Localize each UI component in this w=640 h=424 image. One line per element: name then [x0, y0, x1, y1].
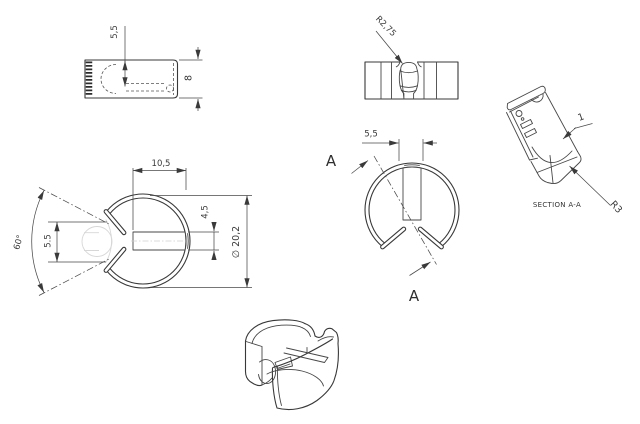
view-side-section: 5,5 8 [84, 25, 203, 111]
view-marked: 5,5 A A [326, 130, 459, 305]
view-section: 1 R3 SECTION A-A [506, 85, 625, 216]
bore-section-arc [531, 146, 573, 163]
section-letter-top: A [326, 152, 337, 170]
dim-radius-ball: R2,75 [373, 14, 398, 39]
hidden-bore-arc [100, 64, 117, 94]
dim-slot-depth-side: 5,5 [110, 25, 120, 39]
view-bottom: R2,75 [364, 14, 459, 100]
section-letter-bottom: A [409, 287, 420, 305]
dim-diameter: ∅ 20,2 [231, 226, 242, 258]
dim-gap: 5.5 [44, 234, 54, 248]
ball-profile [398, 61, 419, 100]
dim-angle: 60° [12, 234, 26, 251]
dim-slot-width: 5,5 [364, 130, 378, 140]
view-isometric [244, 319, 339, 411]
section-caption: SECTION A-A [533, 201, 581, 209]
dim-height-side: 8 [184, 75, 195, 81]
dim-slot-height: 4,5 [201, 205, 211, 219]
section-trace-line [373, 155, 437, 265]
dim-radius-r3: R3 [608, 199, 625, 216]
view-front: 10,5 4,5 ∅ 20,2 5.5 60° [12, 159, 252, 296]
dim-wall-thickness: 1 [576, 111, 585, 123]
dim-slot-length: 10,5 [152, 159, 171, 169]
